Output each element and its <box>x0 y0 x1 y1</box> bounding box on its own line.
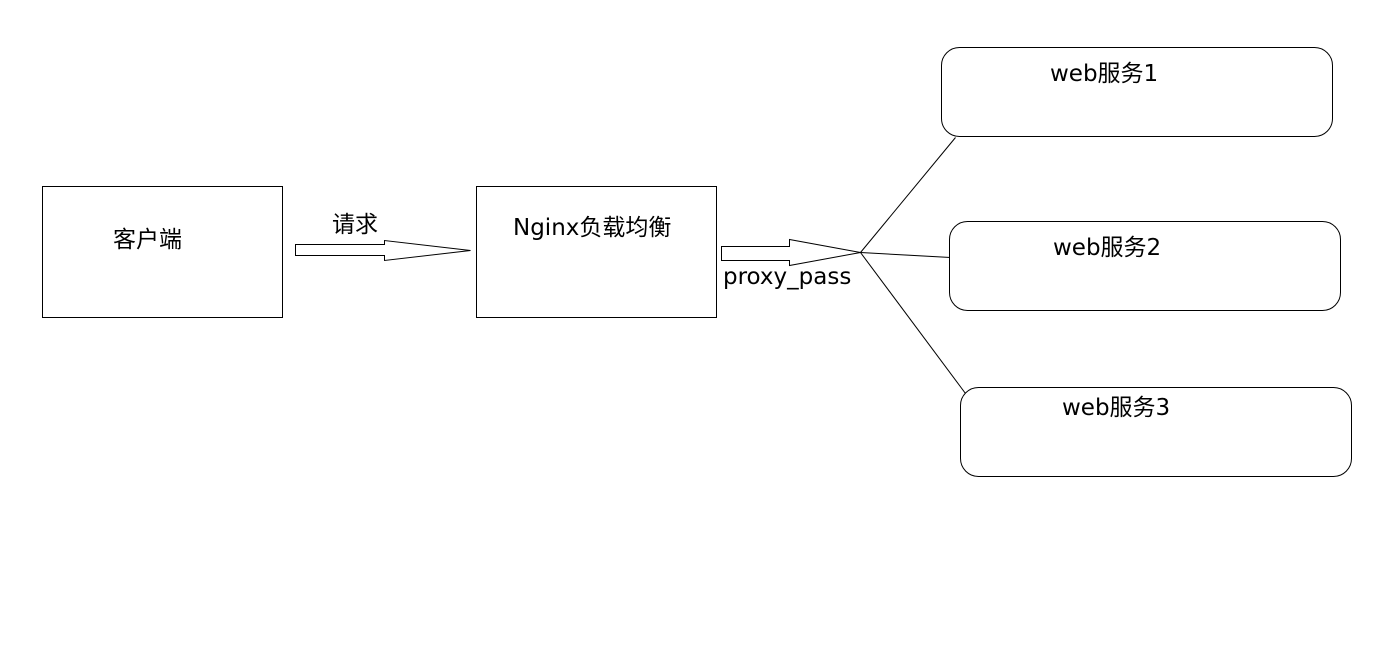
client-box <box>42 186 283 318</box>
proxy-pass-label: proxy_pass <box>723 264 852 290</box>
web2-box <box>949 221 1341 311</box>
web3-label: web服务3 <box>1062 395 1171 421</box>
nginx-label: Nginx负载均衡 <box>513 215 672 241</box>
connector-web1 <box>860 137 956 253</box>
connector-web2 <box>860 252 951 258</box>
request-label: 请求 <box>332 212 378 238</box>
request-arrow <box>295 239 471 262</box>
web3-box <box>960 387 1352 477</box>
web2-label: web服务2 <box>1053 235 1162 261</box>
connector-web3 <box>860 252 966 394</box>
client-label: 客户端 <box>113 227 182 253</box>
nginx-box <box>476 186 717 318</box>
web1-box <box>941 47 1333 137</box>
proxy-arrow <box>721 238 861 267</box>
web1-label: web服务1 <box>1050 61 1159 87</box>
